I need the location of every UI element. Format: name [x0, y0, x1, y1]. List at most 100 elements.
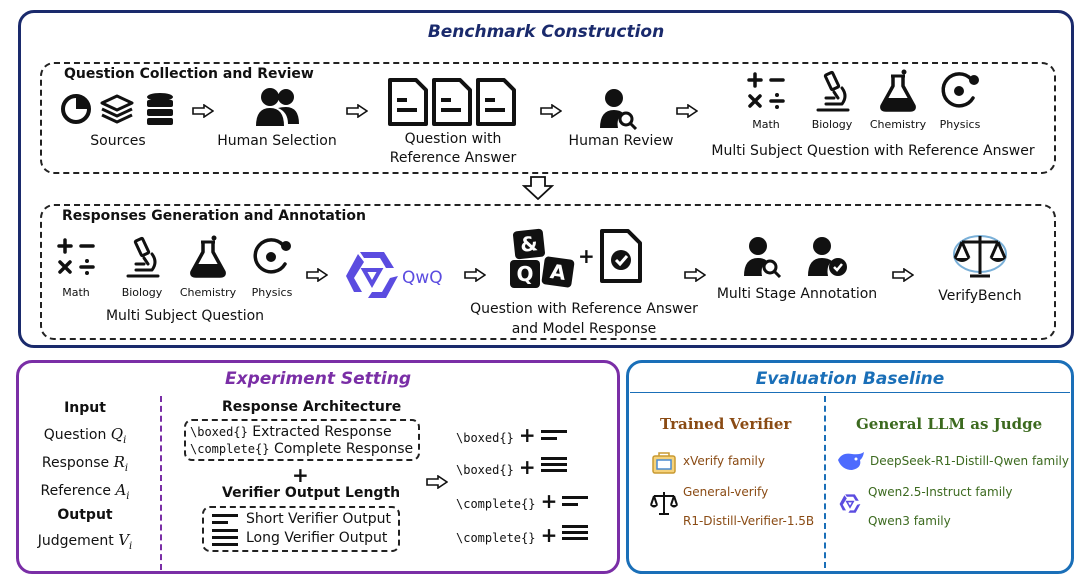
qa-block-q: Q: [510, 260, 540, 288]
llm-item-qwen25: Qwen2.5-Instruct family: [868, 485, 1013, 499]
benchmark-title: Benchmark Construction: [427, 22, 665, 42]
evaluation-panel: Evaluation Baseline: [626, 360, 1074, 574]
human-review-icon: [744, 237, 782, 278]
question-symbol: Q: [110, 425, 124, 443]
combo-cmd: \complete{}: [456, 497, 536, 511]
trained-item-xverify: xVerify family: [683, 454, 765, 468]
llm-item-deepseek: DeepSeek-R1-Distill-Qwen family: [870, 454, 1069, 468]
judgement-symbol: V: [118, 531, 130, 549]
physics-icon: [941, 72, 979, 108]
chemistry-label: Chemistry: [869, 118, 927, 131]
human-selection-label: Human Selection: [217, 133, 337, 149]
evaluation-divider: [824, 396, 826, 568]
human-review-icon: [600, 89, 638, 130]
question-text: Question: [43, 427, 107, 443]
plus-sign: +: [292, 463, 309, 487]
qwen-logo-icon: [346, 252, 398, 298]
arrow-right-icon: [306, 268, 328, 282]
trained-verifier-title: Trained Verifier: [660, 415, 792, 433]
combo-plus: +: [540, 523, 558, 547]
math-icon: [57, 238, 95, 275]
combo-boxed-short: \boxed{} +: [456, 423, 569, 447]
evaluation-title: Evaluation Baseline: [755, 369, 945, 389]
qram-label-2: and Model Response: [511, 321, 657, 337]
reference-item: Reference Ai: [20, 481, 150, 502]
llm-item-qwen3: Qwen3 family: [868, 514, 951, 528]
arrow-right-icon: [892, 268, 914, 282]
combo-cmd: \boxed{}: [456, 463, 514, 477]
verifier-len-title: Verifier Output Length: [222, 485, 401, 501]
multi-subject-label: Multi Subject Question: [105, 308, 265, 324]
complete-row: \complete{} Complete Response: [190, 441, 413, 457]
multi-stage-label: Multi Stage Annotation: [716, 286, 878, 302]
combo-complete-long: \complete{} +: [456, 523, 590, 547]
microscope-icon: [816, 70, 850, 112]
scales-logo-icon: [953, 235, 1007, 278]
arrow-right-icon: [192, 104, 214, 118]
arrow-right-icon: [426, 475, 448, 489]
chemistry-label: Chemistry: [179, 286, 237, 299]
long-lines-icon: [212, 529, 238, 546]
short-lines-icon: [212, 514, 238, 524]
collection-title: Question Collection and Review: [64, 66, 314, 82]
arrow-right-icon: [540, 104, 562, 118]
combo-complete-short: \complete{} +: [456, 489, 590, 513]
flask-icon: [880, 69, 916, 112]
math-label: Math: [752, 118, 780, 131]
sources-label: Sources: [90, 133, 146, 149]
biology-label: Biology: [121, 286, 163, 299]
human-review-label: Human Review: [568, 133, 674, 149]
physics-label: Physics: [251, 286, 293, 299]
combo-plus: +: [518, 423, 536, 447]
arrow-right-icon: [464, 268, 486, 282]
experiment-panel: Experiment Setting: [16, 360, 620, 574]
qa-block-a: A: [541, 256, 575, 288]
sources-icon: [61, 93, 173, 125]
combo-plus: +: [540, 489, 558, 513]
llm-judge-title: General LLM as Judge: [856, 415, 1043, 433]
biology-label: Biology: [811, 118, 853, 131]
deepseek-logo-icon: [838, 452, 864, 470]
math-label: Math: [62, 286, 90, 299]
qa-blocks-icon: & Q A: [510, 228, 576, 292]
response-symbol: R: [113, 453, 125, 471]
response-text: Response: [41, 455, 110, 471]
flask-icon: [190, 235, 226, 278]
output-heading: Output: [57, 507, 113, 523]
boxed-row: \boxed{} Extracted Response: [190, 424, 392, 440]
question-subscript: i: [123, 434, 127, 446]
arrow-right-icon: [684, 268, 706, 282]
responses-section: [40, 204, 1056, 340]
arrow-right-icon: [346, 104, 368, 118]
arrow-right-icon: [676, 104, 698, 118]
response-arch-title: Response Architecture: [222, 399, 402, 415]
judgement-subscript: i: [129, 540, 133, 552]
long-lines-icon: [562, 525, 589, 540]
long-lines-icon: [540, 457, 567, 472]
physics-icon: [253, 238, 291, 274]
math-icon: [747, 72, 785, 109]
documents-icon: [388, 78, 516, 126]
combo-cmd: \complete{}: [456, 531, 536, 545]
qram-label-1: Question with Reference Answer: [470, 301, 698, 317]
physics-label: Physics: [939, 118, 981, 131]
human-selection-icon: [256, 88, 299, 126]
qwq-label: QwQ: [402, 268, 443, 288]
response-subscript: i: [124, 462, 129, 474]
reference-symbol: A: [115, 481, 127, 499]
scales-icon: [650, 492, 678, 515]
response-arch-box: [184, 419, 420, 461]
qra-label-2: Reference Answer: [389, 150, 517, 166]
experiment-title: Experiment Setting: [224, 369, 411, 389]
experiment-divider: [160, 396, 162, 570]
combo-cmd: \boxed{}: [456, 431, 514, 445]
boxed-cmd: \boxed{}: [190, 425, 248, 439]
multi-subject-ra-label: Multi Subject Question with Reference An…: [711, 143, 1035, 159]
arrow-down-icon: [522, 176, 554, 200]
verifybench-label: VerifyBench: [938, 288, 1022, 304]
extracted-response: Extracted Response: [252, 424, 392, 440]
judgement-item: Judgement Vi: [20, 531, 150, 552]
long-output-label: Long Verifier Output: [246, 530, 388, 546]
human-check-icon: [808, 237, 847, 276]
qwen-logo-icon: [839, 494, 861, 513]
